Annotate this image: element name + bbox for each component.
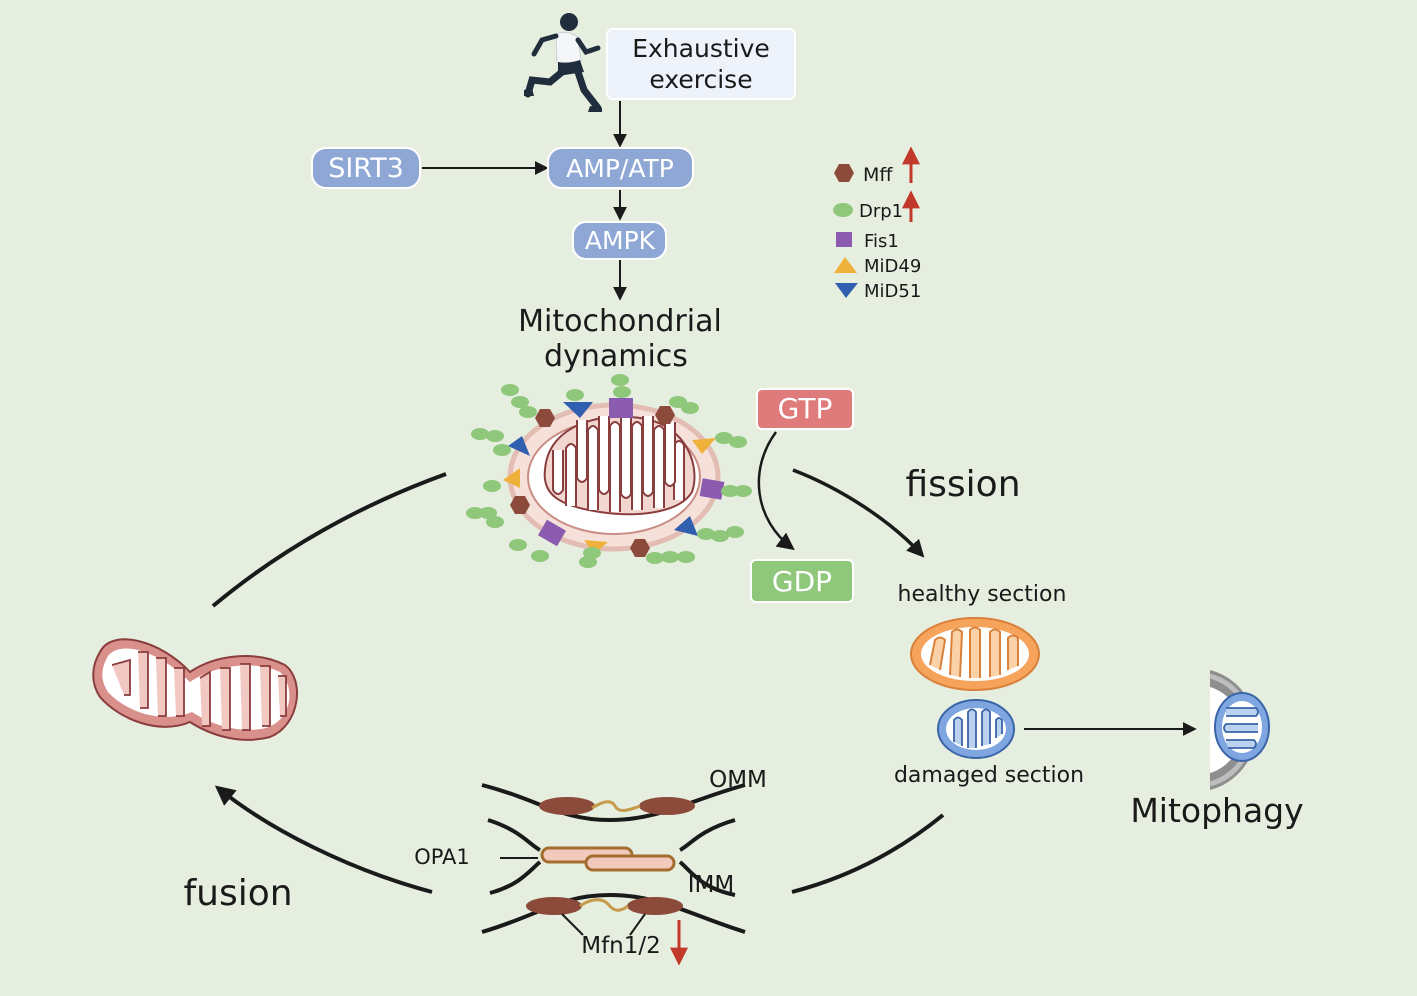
exercise-label-line1: Exhaustive [632, 34, 770, 63]
legend-mff-label: Mff [863, 164, 893, 186]
fusion-arrow [214, 785, 433, 894]
imm-left-upper [487, 818, 542, 852]
fission-mitochondrion [507, 402, 721, 552]
ampk-pill [572, 221, 667, 260]
healthy-mitochondrion [910, 617, 1040, 691]
sirt3-pill [311, 147, 421, 189]
cycle-arc-bottom-right [791, 813, 945, 894]
legend-fis1-icon [836, 232, 852, 247]
exercise-box [606, 28, 796, 100]
cycle-arc-top-left [211, 472, 447, 608]
damaged-mitochondrion [937, 699, 1015, 759]
mitophagy-label: Mitophagy [1130, 791, 1303, 830]
imm-right-upper [679, 818, 736, 852]
amp-atp-pill [547, 147, 694, 189]
exercise-label-line2: exercise [649, 65, 752, 94]
legend: Mff Drp1 Fis1 MiD49 MiD51 [833, 146, 921, 302]
gtp-box [756, 388, 854, 430]
amp-atp-label: AMP/ATP [566, 154, 674, 183]
opa1-label: OPA1 [414, 845, 470, 869]
omm-bottom [481, 892, 746, 934]
gdp-box [750, 559, 854, 603]
fusion-membranes [481, 783, 746, 934]
damaged-section-label: damaged section [894, 763, 1084, 788]
fission-arrow [792, 468, 925, 558]
gtp-to-gdp-arrow [757, 431, 795, 551]
fission-protein-ring [466, 374, 752, 568]
opa1-protein [540, 846, 676, 872]
dynamics-label-line2: dynamics [544, 339, 688, 374]
legend-fis1-label: Fis1 [864, 231, 899, 252]
healthy-section-label: healthy section [898, 582, 1067, 607]
legend-mid49-icon [834, 257, 857, 273]
sirt3-label: SIRT3 [328, 153, 404, 184]
mfn-pointer-right [629, 913, 646, 936]
mfn-proteins [526, 797, 695, 915]
imm-right-lower [678, 860, 736, 897]
mfn-pointer-left [561, 913, 584, 936]
legend-drp1-label: Drp1 [859, 201, 903, 222]
imm-label: IMM [688, 872, 734, 898]
autophagosome-icon [1209, 670, 1270, 790]
legend-mid49-label: MiD49 [864, 256, 921, 277]
runner-icon [524, 13, 602, 112]
legend-mff-icon [834, 164, 854, 182]
gdp-label: GDP [772, 565, 832, 598]
omm-top [481, 783, 746, 823]
legend-mid51-icon [835, 283, 858, 298]
legend-drp1-icon [833, 203, 853, 217]
mfn-label: Mfn1/2 [581, 933, 661, 959]
omm-label: OMM [709, 767, 767, 793]
dynamics-label-line1: Mitochondrial [518, 304, 722, 339]
ampk-label: AMPK [585, 226, 656, 255]
gtp-label: GTP [778, 392, 833, 425]
imm-left-lower [489, 860, 542, 895]
fused-mitochondrion [92, 638, 298, 741]
fusion-label: fusion [183, 873, 292, 914]
fission-label: fission [905, 464, 1020, 505]
legend-mid51-label: MiD51 [864, 281, 921, 302]
